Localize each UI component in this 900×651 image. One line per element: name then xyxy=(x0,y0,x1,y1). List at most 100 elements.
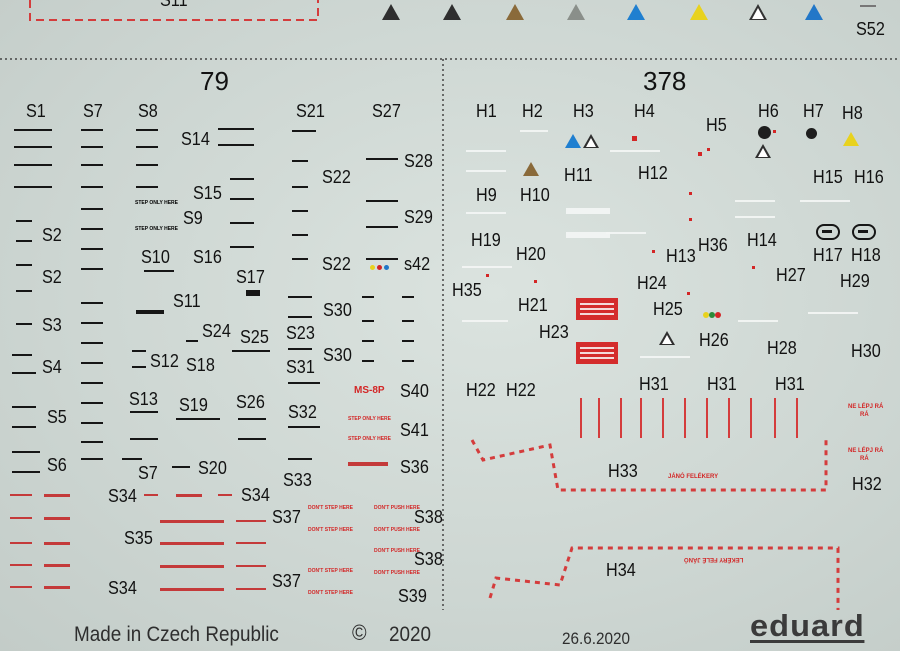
stripe-s7 xyxy=(81,422,103,424)
label-h15: H15 xyxy=(813,167,843,187)
h31-tick xyxy=(774,398,776,438)
h31-tick xyxy=(728,398,730,438)
stripe-s12 xyxy=(132,366,146,368)
stripe-s35 xyxy=(160,588,224,591)
dot-h26-red xyxy=(715,312,721,318)
label-s37a: S37 xyxy=(272,507,301,527)
stripe-s34 xyxy=(44,586,70,589)
h31-tick xyxy=(620,398,622,438)
red-mark xyxy=(689,192,692,195)
h31-tick xyxy=(706,398,708,438)
label-s38b: S38 xyxy=(414,549,443,569)
label-h11: H11 xyxy=(564,165,593,185)
label-s33: S33 xyxy=(283,470,312,490)
stripe-s2 xyxy=(16,290,32,292)
stripe-s7 xyxy=(81,208,103,210)
label-h6: H6 xyxy=(758,101,779,121)
stripe-s1 xyxy=(14,129,52,131)
label-s38a: S38 xyxy=(414,507,443,527)
label-h31b: H31 xyxy=(707,374,737,394)
decal-dont-push-here: DON'T PUSH HERE xyxy=(374,548,420,554)
label-s25: S25 xyxy=(240,327,269,347)
stripe-s19 xyxy=(176,418,220,420)
stripe-s35 xyxy=(160,520,224,523)
triangle-black-1 xyxy=(382,4,400,20)
h31-tick xyxy=(796,398,798,438)
dot-red xyxy=(377,265,382,270)
h31-tick xyxy=(580,398,582,438)
stripe-s2 xyxy=(16,220,32,222)
dot-yellow xyxy=(370,265,375,270)
decal-ms8p: MS-8P xyxy=(354,385,385,396)
stripe-s14 xyxy=(218,144,254,146)
label-s23: S23 xyxy=(286,323,315,343)
stripe-s14 xyxy=(218,128,254,130)
label-h1: H1 xyxy=(476,101,497,121)
decal-dont-push-here: DON'T PUSH HERE xyxy=(374,505,420,511)
decal-ra: RÁ xyxy=(860,456,869,462)
red-mark xyxy=(752,266,755,269)
stripe-s7 xyxy=(81,186,103,188)
white-stripe xyxy=(610,150,660,152)
label-h23: H23 xyxy=(539,322,569,342)
stripe-s11 xyxy=(136,310,164,314)
stripe-s1 xyxy=(14,146,52,148)
decal-dont-push-here: DON'T PUSH HERE xyxy=(374,527,420,533)
label-s29: S29 xyxy=(404,207,433,227)
white-stripe xyxy=(735,216,775,218)
white-stripe xyxy=(466,212,506,214)
label-s13: S13 xyxy=(129,389,158,409)
stripe-s7 xyxy=(81,402,103,404)
decal-dont-step-here: DON'T STEP HERE xyxy=(308,568,353,574)
stripe-s34 xyxy=(10,564,32,566)
label-h8: H8 xyxy=(842,103,863,123)
label-h31a: H31 xyxy=(639,374,669,394)
stripe-s7 xyxy=(81,342,103,344)
decal-step-only-here-red: STEP ONLY HERE xyxy=(348,436,391,442)
stripe-s2 xyxy=(16,240,32,242)
label-h22a: H22 xyxy=(466,380,496,400)
stripe-s7 xyxy=(81,164,103,166)
decal-ne-lepj-ra: NE LÉPJ RÁ xyxy=(848,404,884,410)
stripe-s34b xyxy=(144,494,158,496)
decal-step-only-here: STEP ONLY HERE xyxy=(135,200,178,206)
triangle-brown xyxy=(506,4,524,20)
label-h20: H20 xyxy=(516,244,546,264)
triangle-blue xyxy=(627,4,645,20)
stripe-s25 xyxy=(232,350,270,352)
white-placard xyxy=(566,208,610,214)
label-s26: S26 xyxy=(236,392,265,412)
stripe-s34b xyxy=(218,494,232,496)
label-h36: H36 xyxy=(698,235,728,255)
stripe-s30 xyxy=(362,296,374,298)
stripe-s30 xyxy=(362,340,374,342)
white-placard xyxy=(566,232,610,238)
s52-marker xyxy=(860,5,876,7)
red-placard xyxy=(576,342,618,364)
stripe-s2 xyxy=(16,264,32,266)
label-h25: H25 xyxy=(653,299,683,319)
stripe-s13 xyxy=(130,438,158,440)
h31-tick xyxy=(662,398,664,438)
stripe-s31 xyxy=(288,382,320,384)
triangle-yellow xyxy=(690,4,708,20)
label-s20: S20 xyxy=(198,458,227,478)
label-s28: S28 xyxy=(404,151,433,171)
white-stripe xyxy=(462,266,512,268)
stripe-s17 xyxy=(246,290,260,296)
red-mark xyxy=(534,280,537,283)
label-s5: S5 xyxy=(47,407,67,427)
white-stripe xyxy=(462,320,508,322)
footer-copyright: © xyxy=(352,620,367,645)
label-s22b: S22 xyxy=(322,254,351,274)
stripe-s29 xyxy=(366,200,398,202)
h33-frame xyxy=(470,439,828,492)
label-s18: S18 xyxy=(186,355,215,375)
label-s10: S10 xyxy=(141,247,170,267)
dot-blue xyxy=(384,265,389,270)
stripe-s7 xyxy=(81,302,103,304)
label-s4: S4 xyxy=(42,357,62,377)
stripe-s30 xyxy=(402,296,414,298)
label-s36: S36 xyxy=(400,457,429,477)
stripe-s3 xyxy=(16,323,32,325)
